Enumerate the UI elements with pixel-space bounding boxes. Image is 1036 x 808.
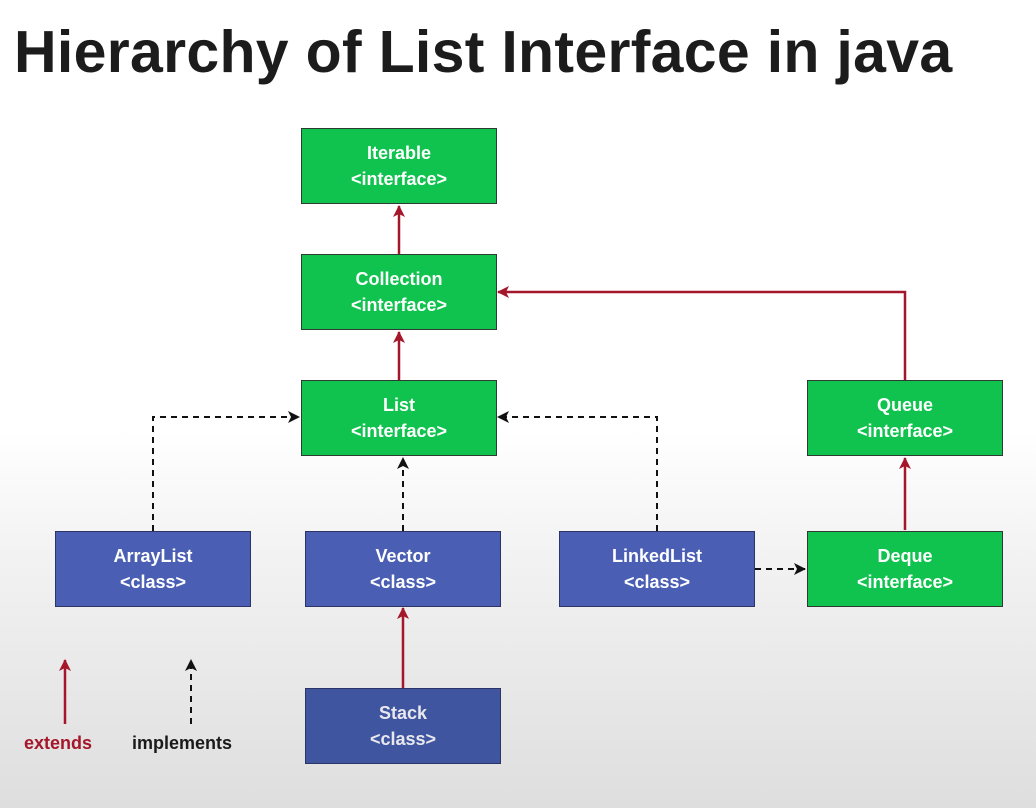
legend-extends-label: extends (24, 733, 93, 753)
edge-linkedlist-implements-list (497, 411, 658, 531)
node-iterable-name: Iterable (366, 143, 432, 163)
node-collection: Collection <interface> (301, 254, 497, 330)
node-linkedlist-kind: <class> (623, 572, 691, 592)
node-deque-kind: <interface> (856, 572, 954, 592)
edge-arraylist-implements-list (152, 411, 300, 531)
node-deque-name: Deque (877, 546, 933, 566)
node-stack-name: Stack (378, 703, 428, 723)
page-title: Hierarchy of List Interface in java (14, 19, 953, 85)
node-arraylist: ArrayList <class> (55, 531, 251, 607)
node-vector-kind: <class> (369, 572, 437, 592)
node-iterable-kind: <interface> (350, 169, 448, 189)
node-list: List <interface> (301, 380, 497, 456)
node-iterable: Iterable <interface> (301, 128, 497, 204)
node-queue-name: Queue (876, 395, 933, 415)
node-vector: Vector <class> (305, 531, 501, 607)
node-stack: Stack <class> (305, 688, 501, 764)
node-arraylist-kind: <class> (119, 572, 187, 592)
node-list-kind: <interface> (350, 421, 448, 441)
legend-implements-label: implements (132, 733, 233, 753)
node-queue: Queue <interface> (807, 380, 1003, 456)
node-stack-kind: <class> (369, 729, 437, 749)
node-collection-kind: <interface> (350, 295, 448, 315)
node-queue-kind: <interface> (856, 421, 954, 441)
node-vector-name: Vector (375, 546, 431, 566)
node-arraylist-name: ArrayList (113, 546, 193, 566)
node-deque: Deque <interface> (807, 531, 1003, 607)
node-collection-name: Collection (355, 269, 443, 289)
node-linkedlist: LinkedList <class> (559, 531, 755, 607)
edge-queue-extends-collection (497, 286, 907, 380)
node-linkedlist-name: LinkedList (611, 546, 702, 566)
node-list-name: List (382, 395, 415, 415)
